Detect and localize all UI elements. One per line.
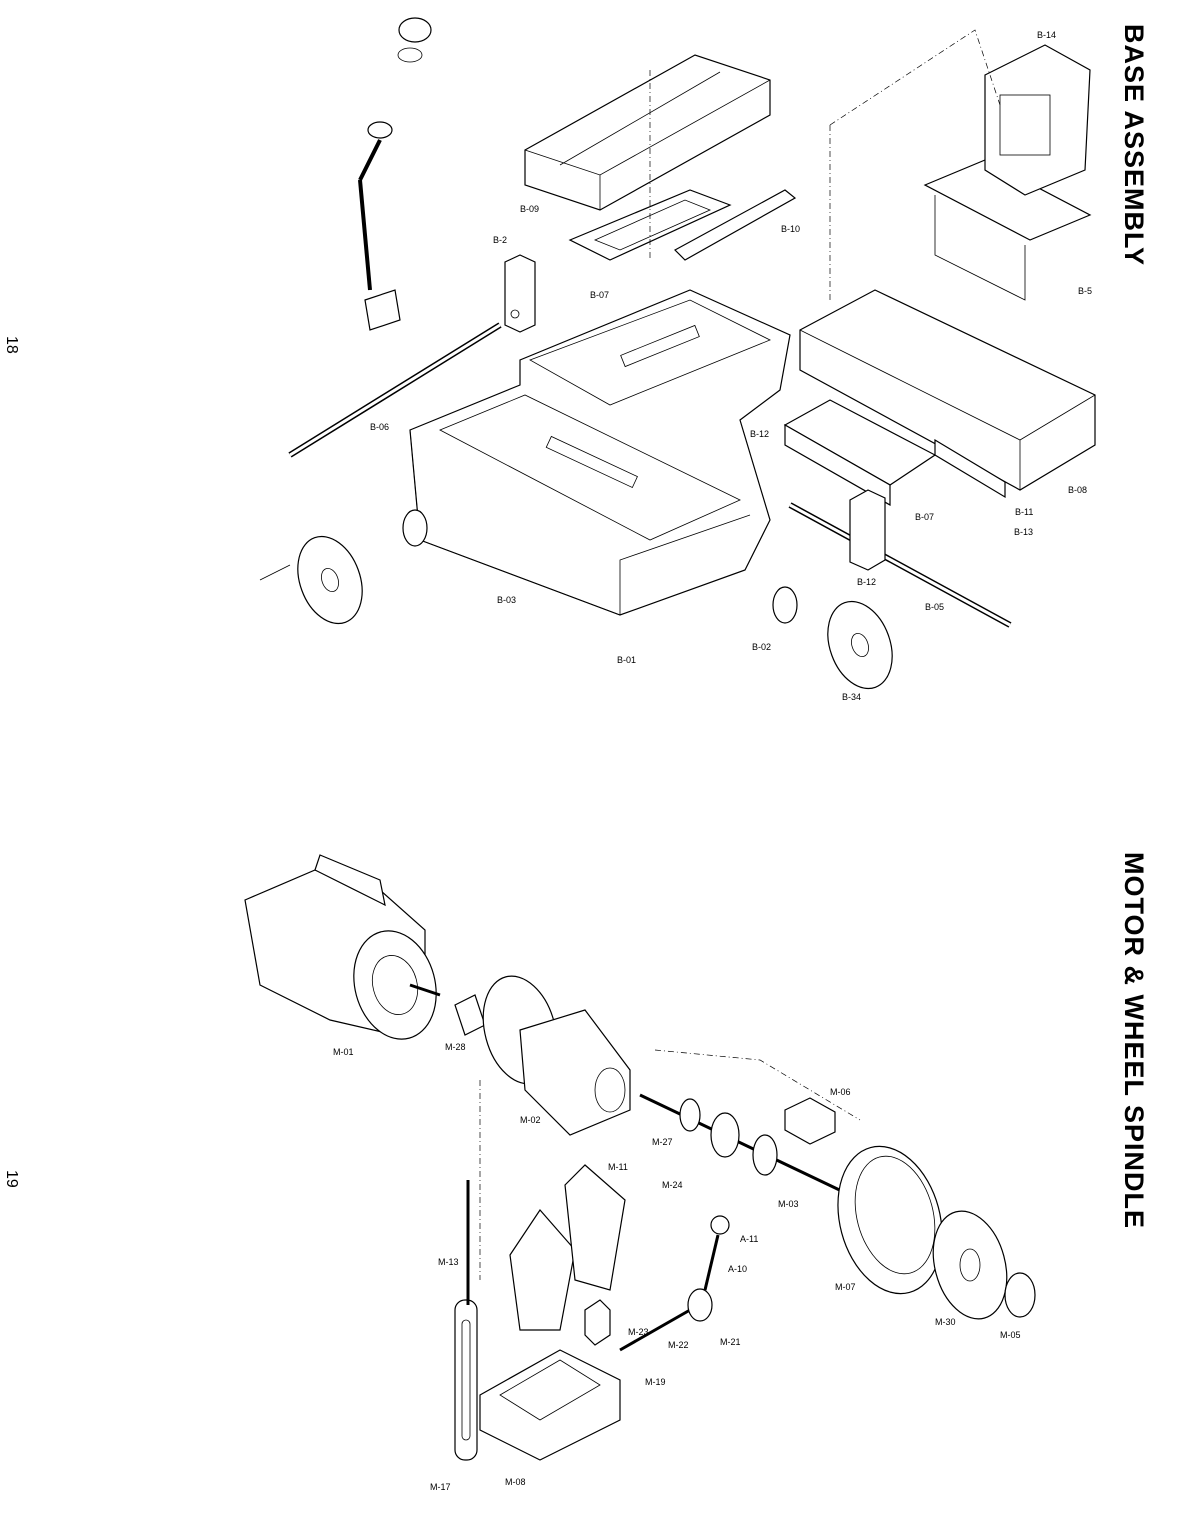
- clamp-m23: [584, 1299, 611, 1346]
- label-m24: M-24: [662, 1180, 683, 1190]
- label-m02: M-02: [520, 1115, 541, 1125]
- slide-plate: [568, 189, 732, 261]
- column-block-right: [799, 289, 1096, 491]
- nut-block-b12: [849, 489, 886, 571]
- crank-lever: [358, 17, 432, 331]
- label-a11: A-11: [740, 1234, 758, 1244]
- handwheel-left: [259, 535, 363, 625]
- knob-a11: [703, 1215, 730, 1291]
- label-b09: B-09: [520, 204, 539, 214]
- column-block-top: [524, 54, 771, 211]
- label-m01: M-01: [333, 1047, 354, 1057]
- label-b03: B-03: [497, 595, 516, 605]
- motor-bracket-b5: [923, 159, 1092, 301]
- rail-bar-b10: [674, 189, 797, 261]
- label-b5: B-5: [1078, 286, 1092, 296]
- label-m05: M-05: [1000, 1330, 1021, 1340]
- label-b2: B-2: [493, 235, 507, 245]
- label-b14: B-14: [1037, 30, 1056, 40]
- dial-collar-left: [402, 509, 428, 547]
- motor-spindle-diagram: M-01 M-02 M-03 M-05 M-06 M-07 M-08 M-11 …: [244, 854, 1036, 1492]
- label-m07: M-07: [835, 1282, 856, 1292]
- leadscrew-b06: [288, 322, 502, 458]
- coupling-m28: [454, 994, 486, 1036]
- lever-m22: [619, 1288, 713, 1352]
- motor-m01: [244, 854, 441, 1040]
- handwheel-right: [827, 600, 893, 690]
- label-b06: B-06: [370, 422, 389, 432]
- label-m22: M-22: [668, 1340, 689, 1350]
- slotted-arm-m17: [454, 1299, 478, 1461]
- rail-bar-b11: [934, 438, 1006, 499]
- label-b34: B-34: [842, 692, 861, 702]
- guide-block-b2: [504, 254, 536, 333]
- label-m13: M-13: [438, 1257, 459, 1267]
- label-m28: M-28: [445, 1042, 466, 1052]
- label-m23: M-23: [628, 1327, 649, 1337]
- label-m06: M-06: [830, 1087, 851, 1097]
- support-bracket-m08: [509, 1164, 626, 1331]
- label-b07-left: B-07: [590, 290, 609, 300]
- motor-b14: [984, 44, 1091, 196]
- label-b07-right: B-07: [915, 512, 934, 522]
- base-assembly-diagram: B-01 B-02 B-03 B-05 B-06 B-07 B-07 B-08 …: [259, 17, 1096, 702]
- spindle-housing-m02: [482, 975, 631, 1136]
- label-b10: B-10: [781, 224, 800, 234]
- label-b12-lower: B-12: [857, 577, 876, 587]
- label-m19: M-19: [645, 1377, 666, 1387]
- leadscrew-b05: [788, 502, 1012, 628]
- spindle-m03: [639, 1093, 851, 1197]
- slide-table-m19: [479, 1349, 621, 1461]
- label-m21: M-21: [720, 1337, 741, 1347]
- wheel-guard-m07: [837, 1145, 943, 1295]
- label-m11: M-11: [608, 1162, 628, 1172]
- page-number-19: 19: [3, 1170, 20, 1188]
- label-m03: M-03: [778, 1199, 799, 1209]
- label-b01: B-01: [617, 655, 636, 665]
- page-number-18: 18: [3, 336, 20, 354]
- dial-collar-right: [772, 586, 798, 624]
- flange-m05: [1004, 1272, 1036, 1318]
- motor-wheel-spindle-title: MOTOR & WHEEL SPINDLE: [1119, 852, 1149, 1230]
- label-m30: M-30: [935, 1317, 956, 1327]
- block-m06: [784, 1097, 836, 1145]
- label-b05: B-05: [925, 602, 944, 612]
- label-m17: M-17: [430, 1482, 451, 1492]
- label-b13: B-13: [1014, 527, 1033, 537]
- label-a10: A-10: [728, 1264, 747, 1274]
- label-m08: M-08: [505, 1477, 526, 1487]
- label-m27: M-27: [652, 1137, 673, 1147]
- grinding-wheel-m30: [932, 1210, 1008, 1320]
- base-assembly-title: BASE ASSEMBLY: [1119, 24, 1149, 267]
- label-b02: B-02: [752, 642, 771, 652]
- label-b08: B-08: [1068, 485, 1087, 495]
- label-b11: B-11: [1015, 507, 1033, 517]
- label-b12-upper: B-12: [750, 429, 769, 439]
- base-casting: [409, 289, 791, 616]
